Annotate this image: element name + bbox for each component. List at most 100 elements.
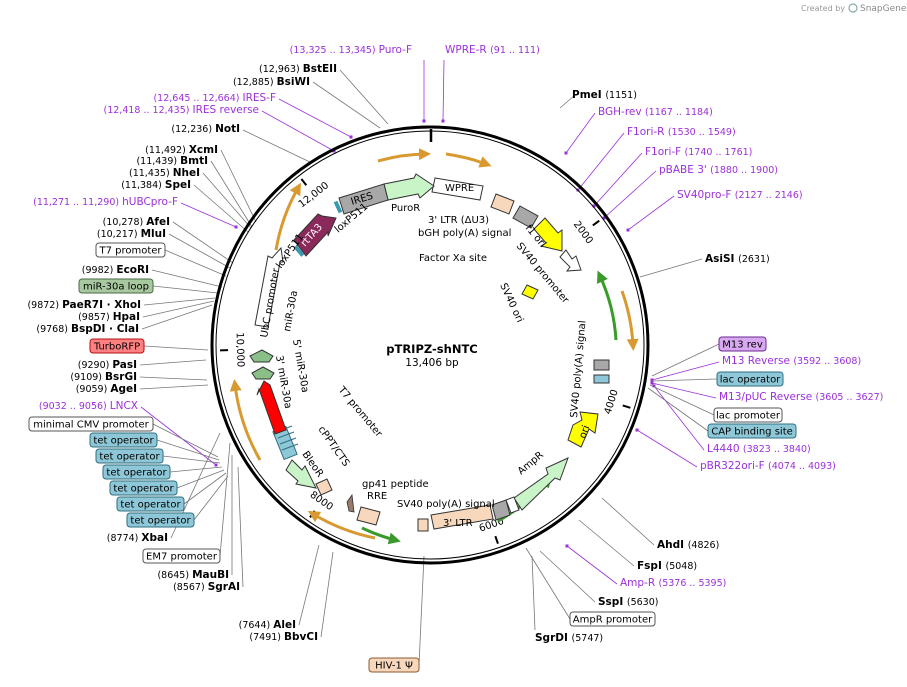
label-position: (12,963) [259, 64, 303, 75]
enzyme-label[interactable]: (12,963) BstEII [259, 63, 337, 75]
primer-leader-line [604, 171, 656, 218]
label-name: BmtI [180, 155, 208, 167]
enzyme-label[interactable]: FspI (5048) [637, 560, 697, 572]
primer-label[interactable]: M13/pUC Reverse (3605 .. 3627) [719, 391, 883, 403]
primer-label[interactable]: L4440 (3823 .. 3840) [707, 443, 811, 455]
enzyme-label[interactable]: (7491) BbvCI [249, 631, 318, 643]
plasmid-length: 13,406 bp [405, 357, 459, 369]
gp41-feature[interactable] [347, 495, 354, 512]
label-position: (3823 .. 3840) [743, 444, 811, 455]
enzyme-label[interactable]: (9290) PasI [78, 359, 137, 371]
enzyme-label[interactable]: (9768) BspDI · ClaI [36, 323, 139, 335]
feature-box-label: tet operator [93, 436, 154, 447]
primer-leader-line [637, 430, 697, 467]
primer-label[interactable]: (11,271 .. 11,290) hUBCpro-F [33, 196, 178, 208]
feature-box[interactable]: tet operator [103, 465, 170, 479]
enzyme-label[interactable]: (9059) AgeI [76, 383, 137, 395]
label-position: (9109) [70, 372, 105, 383]
bgh-polya-feature[interactable] [513, 206, 538, 228]
enzyme-leader-line [532, 556, 535, 630]
enzyme-label[interactable]: (11,384) SpeI [121, 179, 191, 191]
label-position: (1167 .. 1184) [645, 107, 713, 118]
mir30a-loop-bottom-feature[interactable] [252, 367, 274, 379]
label-name: PasI [112, 359, 137, 371]
label-position: (5630) [627, 597, 659, 608]
enzyme-label[interactable]: (9109) BsrGI [70, 371, 137, 383]
feature-box[interactable]: TurboRFP [90, 339, 144, 353]
sv40-promoter-feature[interactable] [560, 250, 581, 271]
feature-box[interactable]: tet operator [96, 449, 163, 463]
ltr-top-feature[interactable] [491, 194, 514, 214]
label-position: (7644) [239, 620, 274, 631]
feature-box[interactable]: miR-30a loop [79, 279, 153, 293]
feature-box[interactable]: AmpR promoter [570, 612, 655, 626]
enzyme-label[interactable]: (8567) SgrAI [173, 581, 240, 593]
primer-label[interactable]: pBR322ori-F (4074 .. 4093) [700, 460, 836, 472]
label-name: BstEII [303, 63, 337, 75]
enzyme-label[interactable]: SgrDI (5747) [535, 632, 603, 644]
enzyme-label[interactable]: (8645) MauBI [157, 569, 229, 581]
label-position: (12,418 .. 12,435) [104, 105, 193, 116]
primer-label[interactable]: (9032 .. 9056) LNCX [39, 400, 138, 412]
primer-label[interactable]: pBABE 3' (1880 .. 1900) [659, 164, 778, 176]
primer-label[interactable]: M13 Reverse (3592 .. 3608) [722, 355, 861, 367]
hiv-psi-feature[interactable] [418, 519, 428, 531]
feature-leader-line [648, 388, 708, 431]
scale-tick-label: 12,000 [297, 180, 331, 210]
primer-label[interactable]: BGH-rev (1167 .. 1184) [598, 106, 713, 118]
enzyme-label[interactable]: (9982) EcoRI [82, 264, 149, 276]
sv40-polya-right-feature[interactable] [594, 360, 609, 370]
enzyme-label[interactable]: AhdI (4826) [657, 539, 719, 551]
puror-feature[interactable] [384, 174, 434, 200]
primer-label[interactable]: F1ori-R (1530 .. 1549) [627, 126, 736, 138]
primer-site-marker [442, 120, 445, 123]
feature-box[interactable]: HIV-1 Ψ [369, 658, 419, 672]
feature-box-label: tet operator [113, 484, 174, 495]
primer-label[interactable]: (12,645 .. 12,664) IRES-F [153, 92, 276, 104]
primer-label[interactable]: SV40pro-F (2127 .. 2146) [677, 189, 803, 201]
label-name: BGH-rev [598, 106, 645, 118]
enzyme-label[interactable]: (8774) XbaI [107, 532, 168, 544]
feature-box-label: lac operator [720, 375, 781, 386]
primer-label[interactable]: Amp-R (5376 .. 5395) [620, 577, 726, 589]
lac-cluster-feature[interactable] [594, 375, 609, 383]
enzyme-label[interactable]: SspI (5630) [598, 596, 658, 608]
primer-label[interactable]: WPRE-R (91 .. 111) [445, 44, 540, 56]
feature-box[interactable]: tet operator [117, 497, 184, 511]
enzyme-label[interactable]: AsiSI (2631) [705, 253, 770, 265]
feature-box[interactable]: tet operator [110, 481, 177, 495]
3ltr-du3-label: 3' LTR (ΔU3) [428, 215, 489, 226]
label-position: (13,325 .. 13,345) [290, 45, 379, 56]
primer-site-marker [235, 226, 238, 229]
primer-label[interactable]: F1ori-F (1740 .. 1761) [645, 146, 752, 158]
feature-box[interactable]: tet operator [127, 513, 194, 527]
feature-box[interactable]: tet operator [90, 433, 157, 447]
enzyme-label[interactable]: (12,885) BsiWI [233, 76, 310, 88]
feature-box[interactable]: minimal CMV promoter [29, 417, 153, 431]
label-position: (9872) [27, 300, 62, 311]
enzyme-label[interactable]: (12,236) NotI [171, 123, 240, 135]
feature-box[interactable]: EM7 promoter [143, 549, 220, 563]
feature-box[interactable]: M13 rev [719, 337, 766, 351]
enzyme-label[interactable]: (9857) HpaI [78, 311, 140, 323]
primer-label[interactable]: (12,418 .. 12,435) IRES reverse [104, 104, 260, 116]
primer-leader-line [578, 133, 624, 190]
label-name: WPRE-R [445, 44, 490, 56]
enzyme-label[interactable]: (9872) PaeR7I · XhoI [27, 299, 141, 311]
feature-box[interactable]: lac operator [717, 372, 783, 386]
enzyme-label[interactable]: (11,435) NheI [129, 167, 200, 179]
enzyme-label[interactable]: (10,278) AfeI [103, 216, 170, 228]
sv40-ori-feature[interactable] [522, 285, 538, 299]
enzyme-label[interactable]: (11,439) BmtI [136, 155, 208, 167]
primer-label[interactable]: (13,325 .. 13,345) Puro-F [290, 44, 412, 56]
enzyme-label[interactable]: PmeI (1151) [572, 89, 637, 101]
mir30a-loop-top-feature[interactable] [250, 350, 273, 362]
feature-box[interactable]: CAP binding site [708, 424, 796, 438]
feature-box[interactable]: lac promoter [714, 408, 782, 422]
rre-feature[interactable] [357, 507, 380, 525]
enzyme-label[interactable]: (10,217) MluI [97, 228, 166, 240]
enzyme-label[interactable]: (7644) AleI [239, 619, 296, 631]
primer-leader-line [181, 203, 236, 227]
primer-site-marker [636, 429, 639, 432]
feature-box[interactable]: T7 promoter [96, 243, 165, 257]
